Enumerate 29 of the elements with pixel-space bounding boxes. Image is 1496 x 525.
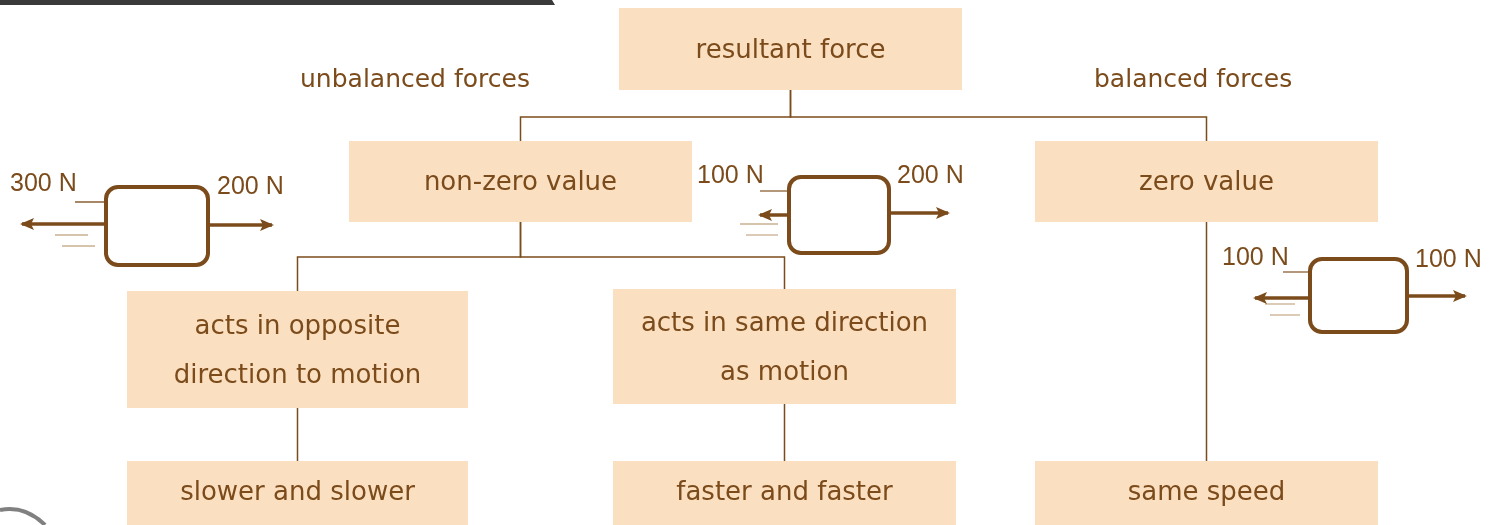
force-value: 300 N bbox=[10, 168, 77, 197]
force-value: 100 N bbox=[697, 160, 764, 189]
box-text: acts in same direction as motion bbox=[639, 306, 930, 388]
connector-line bbox=[519, 221, 786, 290]
concept-box bbox=[613, 461, 956, 525]
connector-line bbox=[296, 407, 299, 462]
concept-box bbox=[1035, 141, 1378, 222]
group-heading: unbalanced forces bbox=[300, 64, 530, 93]
group-heading: balanced forces bbox=[1094, 64, 1293, 93]
box-text: acts in opposite direction to motion bbox=[172, 309, 423, 391]
force-value: 100 N bbox=[1222, 242, 1289, 271]
concept-box bbox=[613, 289, 956, 404]
concept-box bbox=[127, 461, 468, 525]
force-value: 200 N bbox=[217, 171, 284, 200]
concept-box bbox=[1035, 461, 1378, 525]
connector-line bbox=[789, 89, 1208, 142]
concept-box bbox=[619, 8, 962, 90]
force-value: 200 N bbox=[897, 160, 964, 189]
connector-line bbox=[1205, 221, 1208, 462]
box-text: non-zero value bbox=[423, 165, 618, 199]
box-text: same speed bbox=[1127, 475, 1286, 508]
concept-box bbox=[127, 291, 468, 408]
box-text: zero value bbox=[1139, 165, 1274, 199]
box-text: resultant force bbox=[695, 32, 886, 66]
force-value: 100 N bbox=[1415, 244, 1482, 273]
connector-line bbox=[783, 403, 786, 462]
concept-box bbox=[349, 141, 692, 222]
box-text: slower and slower bbox=[180, 475, 415, 508]
box-text: faster and faster bbox=[676, 475, 893, 508]
